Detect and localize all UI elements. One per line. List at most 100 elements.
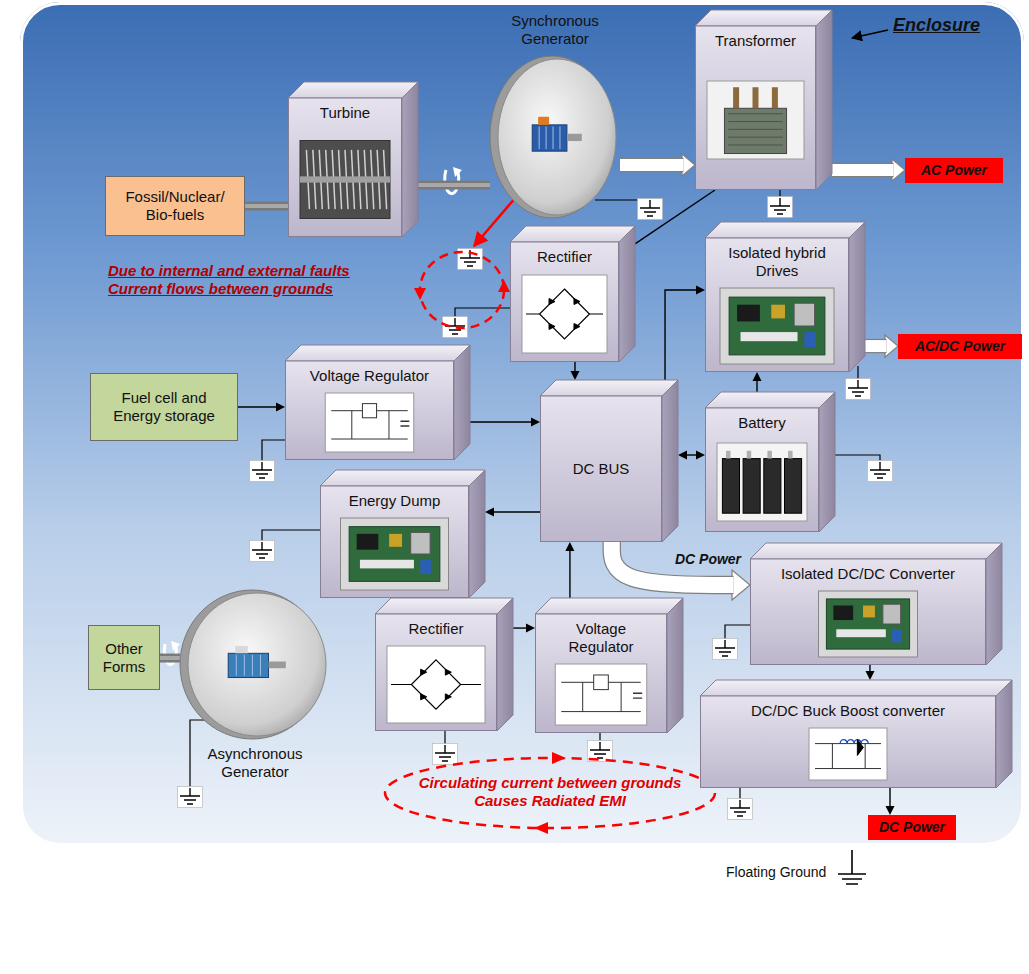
cylinder-face (498, 59, 616, 215)
picture-line (549, 299, 555, 305)
flow-arrow (665, 285, 705, 380)
picture-line (857, 739, 863, 755)
enclosure-pointer (852, 30, 888, 38)
picture-part (726, 451, 731, 459)
box-side-face (819, 392, 835, 532)
flow-arrow (678, 451, 705, 460)
picture-part (785, 459, 802, 514)
component-picture (720, 288, 834, 364)
component-picture (717, 443, 807, 521)
connector-label: DC Power (675, 551, 741, 568)
picture-part (228, 653, 268, 677)
box-side-face (996, 680, 1012, 788)
shaft-highlight (245, 204, 288, 208)
node-outline (535, 598, 683, 733)
picture-part (717, 443, 807, 521)
box-front-face (321, 486, 469, 598)
component-box: Isolated DC/DC Converter (750, 543, 1002, 665)
arrow-head (753, 372, 762, 381)
text-holder: Other Forms (89, 626, 159, 689)
box-front-face (751, 559, 986, 665)
flow-arrow (753, 372, 762, 392)
picture-part (747, 451, 752, 459)
box-side-face (402, 82, 418, 237)
text-holder: AC/DC Power (898, 334, 1022, 359)
text-holder: Isolated DC/DC Converter (750, 565, 986, 583)
component-picture (707, 81, 804, 159)
source-box: Fuel cell and Energy storage (90, 373, 238, 441)
connector-line (869, 665, 870, 671)
box-top-face (285, 345, 470, 361)
enclosure-label: Enclosure (893, 15, 980, 37)
node-outline (750, 543, 1002, 665)
arrow-body (832, 164, 894, 176)
annotation-note: Due to internal and external faults Curr… (108, 262, 370, 298)
arrow-head (886, 806, 895, 815)
picture-part (357, 534, 379, 550)
box-top-face (540, 380, 678, 396)
component-picture (228, 646, 286, 678)
arrow-head (682, 154, 695, 176)
picture-part (771, 305, 785, 319)
connector-line (687, 454, 696, 455)
picture-line (526, 314, 603, 315)
box-side-face (816, 10, 832, 190)
picture-part (892, 629, 902, 642)
picture-part (269, 662, 286, 669)
ground-symbol (713, 639, 738, 660)
component-box: Energy Dump (320, 470, 485, 598)
component-picture (325, 393, 414, 452)
ground-wire (190, 720, 206, 788)
component-box: DC/DC Buck Boost converter (700, 680, 1012, 788)
picture-line (728, 121, 782, 122)
text-holder: Synchronous Generator (490, 12, 620, 48)
node-label: Rectifier (516, 248, 613, 266)
arrow-head (526, 624, 535, 633)
box-side-face (497, 598, 513, 731)
box-front-face (696, 26, 816, 190)
component-picture (522, 275, 607, 353)
component-picture (341, 518, 449, 590)
arrow-head (571, 371, 580, 380)
picture-part (362, 404, 376, 418)
picture-part (420, 560, 431, 574)
flow-arrow (238, 403, 285, 412)
box-side-face (986, 543, 1002, 665)
connector-line (238, 406, 276, 407)
component-box: Voltage Regulator (285, 345, 470, 460)
box-top-face (750, 543, 1002, 559)
picture-part (788, 451, 793, 459)
node-label: Rectifier (381, 620, 491, 638)
node-label: Battery (711, 414, 813, 432)
shaft-body (245, 202, 288, 211)
box-top-face (510, 226, 635, 242)
ground-symbol (433, 744, 458, 765)
loop-arrow-head (498, 280, 510, 292)
picture-line (574, 323, 580, 329)
text-holder: Transformer (695, 32, 816, 50)
picture-part (532, 125, 567, 151)
text-holder: DC Power (868, 815, 956, 840)
picture-part (863, 606, 875, 618)
flow-arrow (866, 665, 875, 680)
box-front-face (541, 396, 662, 542)
picture-line (236, 655, 237, 676)
picture-part (325, 393, 414, 452)
connector-line (635, 190, 715, 244)
picture-part (833, 606, 853, 621)
picture-part (707, 81, 804, 159)
text-holder: Voltage Regulator (535, 620, 667, 656)
picture-line (728, 113, 782, 114)
component-box: Rectifier (375, 598, 513, 731)
rotation-arrow-head (453, 167, 462, 177)
picture-line (539, 126, 540, 149)
box-side-face (849, 222, 865, 372)
ground-wire (262, 440, 285, 462)
arrow-outline (865, 339, 887, 353)
shaft-highlight (418, 183, 490, 187)
output-tag: DC Power (868, 815, 956, 840)
node-label: Isolated DC/DC Converter (756, 565, 980, 583)
arrow-head (531, 418, 540, 427)
box-top-face (700, 680, 1012, 696)
